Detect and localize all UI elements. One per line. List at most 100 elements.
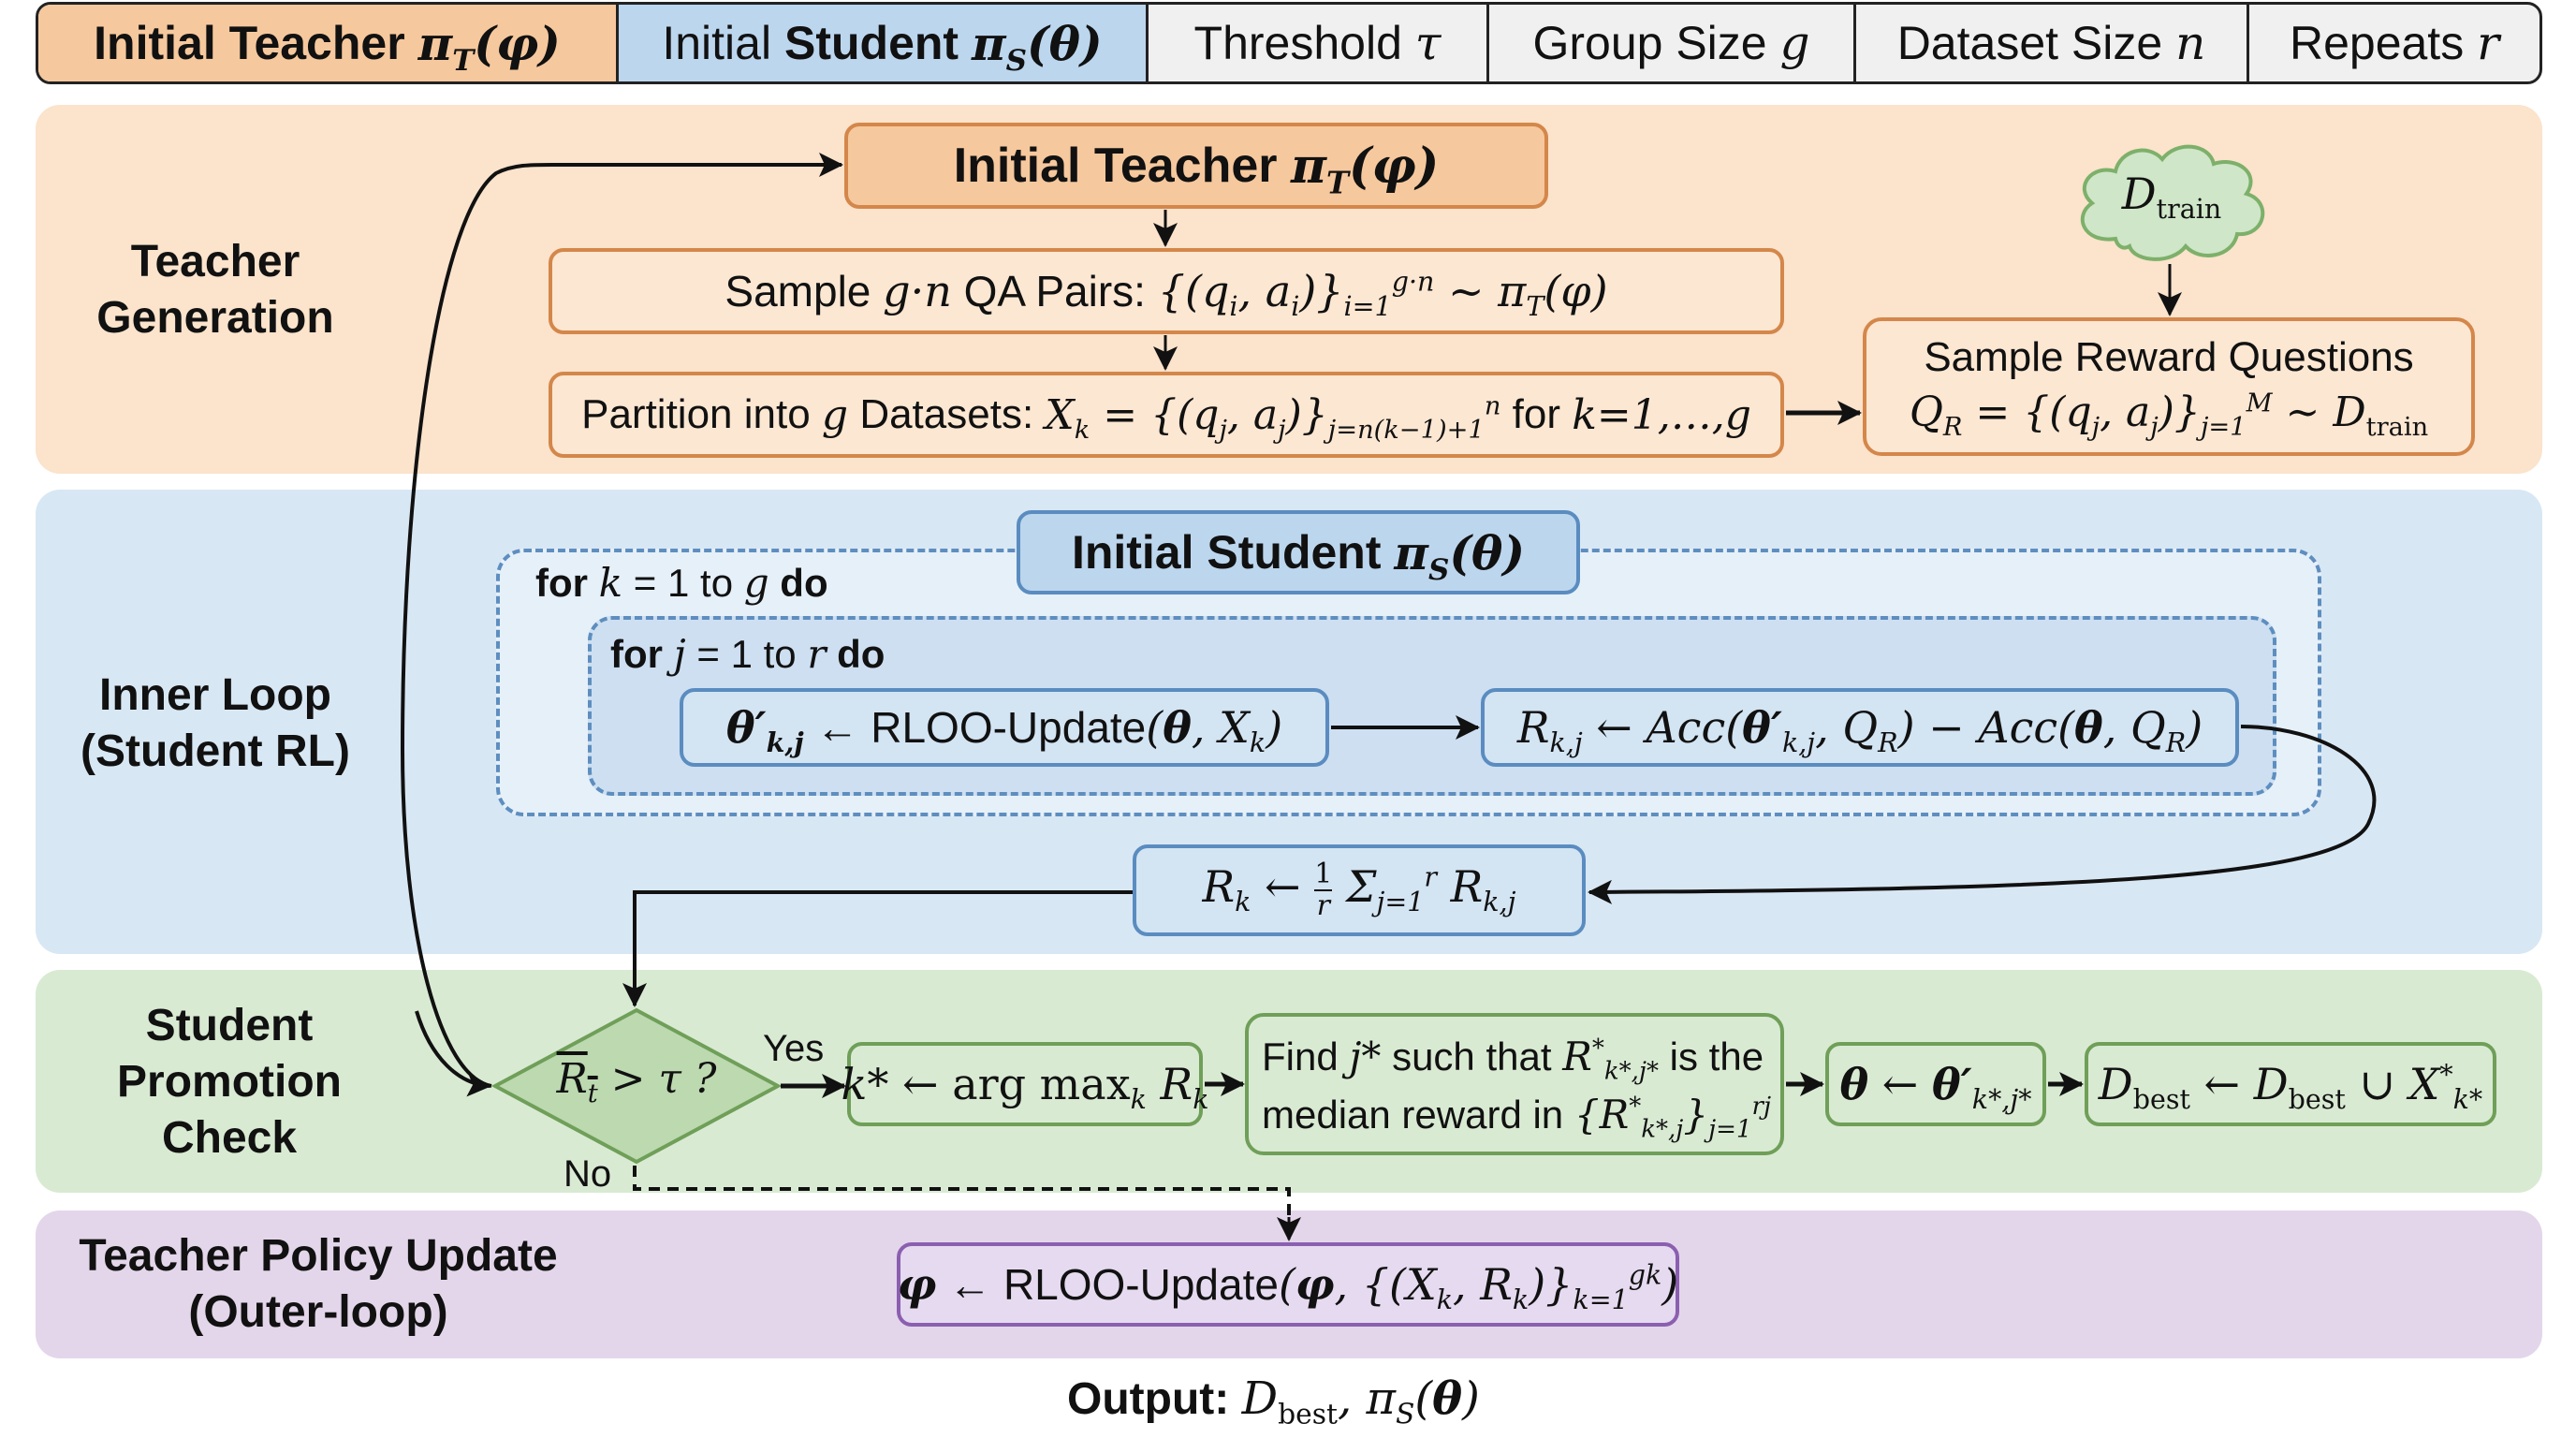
student-promotion-label-line1: Student <box>145 1001 314 1050</box>
initial-student-box-symbol: πS(θ) <box>1394 524 1526 587</box>
cloud-icon <box>2080 144 2265 261</box>
for-k-bound: g <box>743 560 769 606</box>
student-promotion-label: Student Promotion Check <box>66 998 393 1167</box>
partition-g: g <box>821 390 849 439</box>
header-threshold: Threshold τ <box>1149 5 1489 81</box>
teacher-generation-label: Teacher Generation <box>56 234 374 346</box>
header-repeats: Repeats r <box>2249 5 2539 81</box>
yes-label: Yes <box>763 1028 825 1069</box>
for-j-bound: r <box>807 631 827 677</box>
output-values: Dbest, πS(θ) <box>1241 1372 1480 1431</box>
argmax-formula: k* ← arg maxk Rk <box>841 1059 1209 1116</box>
for-j-do: do <box>837 632 886 676</box>
teacher-policy-symbol: πT(φ) <box>417 15 561 78</box>
header-repeats-label: Repeats <box>2289 17 2465 69</box>
j-star: j* <box>1349 1034 1382 1079</box>
sample-qa-pairs-box: Sample g·n QA Pairs: {(qi, ai)}i=1g·n ~ … <box>549 248 1784 334</box>
find-prefix: Find <box>1262 1034 1339 1078</box>
reward-kj-formula: Rk,j ← Acc(θ′k,j, QR) − Acc(θ, QR) <box>1516 702 2203 759</box>
for-k-label: for k = 1 to g do <box>535 560 828 606</box>
find-median-box: Find j* such that R*k*,j* is the median … <box>1245 1013 1784 1155</box>
reward-questions-title: Sample Reward Questions <box>1924 334 2414 380</box>
teacher-policy-update-label-line1: Teacher Policy Update <box>79 1231 558 1281</box>
reward-kj-box: Rk,j ← Acc(θ′k,j, QR) − Acc(θ, QR) <box>1481 688 2239 767</box>
for-k-eq: = 1 to <box>633 561 734 605</box>
dbest-update-formula: Dbest ← Dbest ∪ X*k* <box>2098 1059 2483 1116</box>
teacher-generation-label-line2: Generation <box>96 293 334 343</box>
header-dataset-size-label: Dataset Size <box>1896 17 2163 69</box>
header-initial-student-bold: Student <box>783 17 959 69</box>
header-initial-teacher: Initial Teacher πT(φ) <box>38 5 619 81</box>
n-symbol: n <box>2175 16 2206 70</box>
rloo-student-update-box: θ′k,j ← RLOO-Update(θ, Xk) <box>680 688 1329 767</box>
header-initial-student-prefix: Initial <box>662 17 772 69</box>
header-group-size: Group Size g <box>1489 5 1856 81</box>
partition-prefix: Partition into <box>581 391 811 437</box>
r-star-kj-star: R*k*,j* <box>1562 1034 1659 1086</box>
tau-symbol: τ <box>1414 16 1442 70</box>
dtrain-subscript: train <box>2156 194 2222 226</box>
initial-teacher-box-label: Initial Teacher <box>953 139 1278 193</box>
find-median-line1: Find j* such that R*k*,j* is the <box>1262 1028 1767 1086</box>
teacher-assign-arrow: ← <box>948 1260 992 1309</box>
dtrain-cloud: Dtrain <box>2059 136 2284 267</box>
initial-student-box: Initial Student πS(θ) <box>1017 510 1580 594</box>
sample-qa-suffix: QA Pairs: <box>963 267 1146 315</box>
output-label: Output: <box>1067 1374 1230 1424</box>
teacher-rloo-args: (φ, {(Xk, Rk)}k=1gk) <box>1278 1259 1679 1316</box>
for-k-do: do <box>780 561 828 605</box>
partition-for: for <box>1512 391 1560 437</box>
theta-prime-kj: θ′k,j <box>725 702 804 759</box>
decision-formula: Rt > τ ? <box>556 1055 717 1108</box>
header-threshold-label: Threshold <box>1193 17 1402 69</box>
r-symbol: r <box>2477 16 2500 70</box>
decision-diamond: Rt > τ ? <box>490 1006 783 1166</box>
reward-questions-formula: QR = {(qj, aj)}j=1M ~ Dtrain <box>1909 389 2429 442</box>
find-median-line2: median reward in {R*k*,j}j=1rj <box>1262 1086 1771 1144</box>
sample-reward-questions-box: Sample Reward Questions QR = {(qj, aj)}j… <box>1863 317 2475 456</box>
assign-arrow: ← <box>815 703 859 752</box>
header-dataset-size: Dataset Size n <box>1856 5 2249 81</box>
rloo-update-fn: RLOO-Update <box>871 703 1147 752</box>
for-j-eq: = 1 to <box>696 632 797 676</box>
teacher-policy-update-label-line2: (Outer-loop) <box>188 1287 448 1337</box>
for-k-var: k <box>598 560 623 606</box>
sample-qa-count: g·n <box>883 266 952 316</box>
inner-loop-label-line1: Inner Loop <box>99 670 331 720</box>
sample-qa-formula: {(qi, ai)}i=1g·n ~ πT(φ) <box>1157 266 1608 323</box>
teacher-rloo-fn: RLOO-Update <box>1003 1260 1279 1309</box>
initial-teacher-box-symbol: πT(φ) <box>1290 137 1440 200</box>
teacher-generation-label-line1: Teacher <box>130 237 300 286</box>
dtrain-symbol: D <box>2121 169 2157 219</box>
partition-range: k=1,…,g <box>1572 390 1751 439</box>
partition-datasets-box: Partition into g Datasets: Xk = {(qj, aj… <box>549 372 1784 458</box>
student-promotion-label-line2: Promotion <box>117 1057 342 1107</box>
median-reward-in: median reward in <box>1262 1093 1564 1137</box>
header-initial-student: Initial Student πS(θ) <box>619 5 1149 81</box>
output-line: Output: Dbest, πS(θ) <box>1067 1372 1480 1431</box>
theta-update-formula: θ ← θ′k*,j* <box>1839 1059 2032 1116</box>
header-initial-teacher-label: Initial Teacher <box>94 17 405 69</box>
sample-qa-prefix: Sample <box>724 267 871 315</box>
is-the: is the <box>1669 1034 1764 1078</box>
initial-student-box-label: Initial Student <box>1071 526 1382 579</box>
g-symbol: g <box>1779 16 1810 70</box>
for-k-keyword: for <box>535 561 588 605</box>
for-j-var: j <box>673 631 686 677</box>
for-j-label: for j = 1 to r do <box>610 631 885 677</box>
teacher-policy-update-label: Teacher Policy Update (Outer-loop) <box>47 1228 590 1341</box>
such-that: such that <box>1392 1034 1552 1078</box>
inner-loop-label-line2: (Student RL) <box>80 726 350 776</box>
inner-loop-label: Inner Loop (Student RL) <box>56 668 374 780</box>
theta-update-box: θ ← θ′k*,j* <box>1825 1042 2046 1126</box>
argmax-box: k* ← arg maxk Rk <box>842 1042 1208 1126</box>
for-j-keyword: for <box>610 632 663 676</box>
phi-symbol: φ <box>897 1259 937 1310</box>
dbest-update-box: Dbest ← Dbest ∪ X*k* <box>2085 1042 2496 1126</box>
partition-formula: Xk = {(qj, aj)}j=n(k−1)+1n <box>1045 390 1501 445</box>
median-set: {R*k*,j}j=1rj <box>1573 1092 1772 1144</box>
student-policy-symbol: πS(θ) <box>971 15 1103 78</box>
initial-teacher-box: Initial Teacher πT(φ) <box>844 123 1548 209</box>
